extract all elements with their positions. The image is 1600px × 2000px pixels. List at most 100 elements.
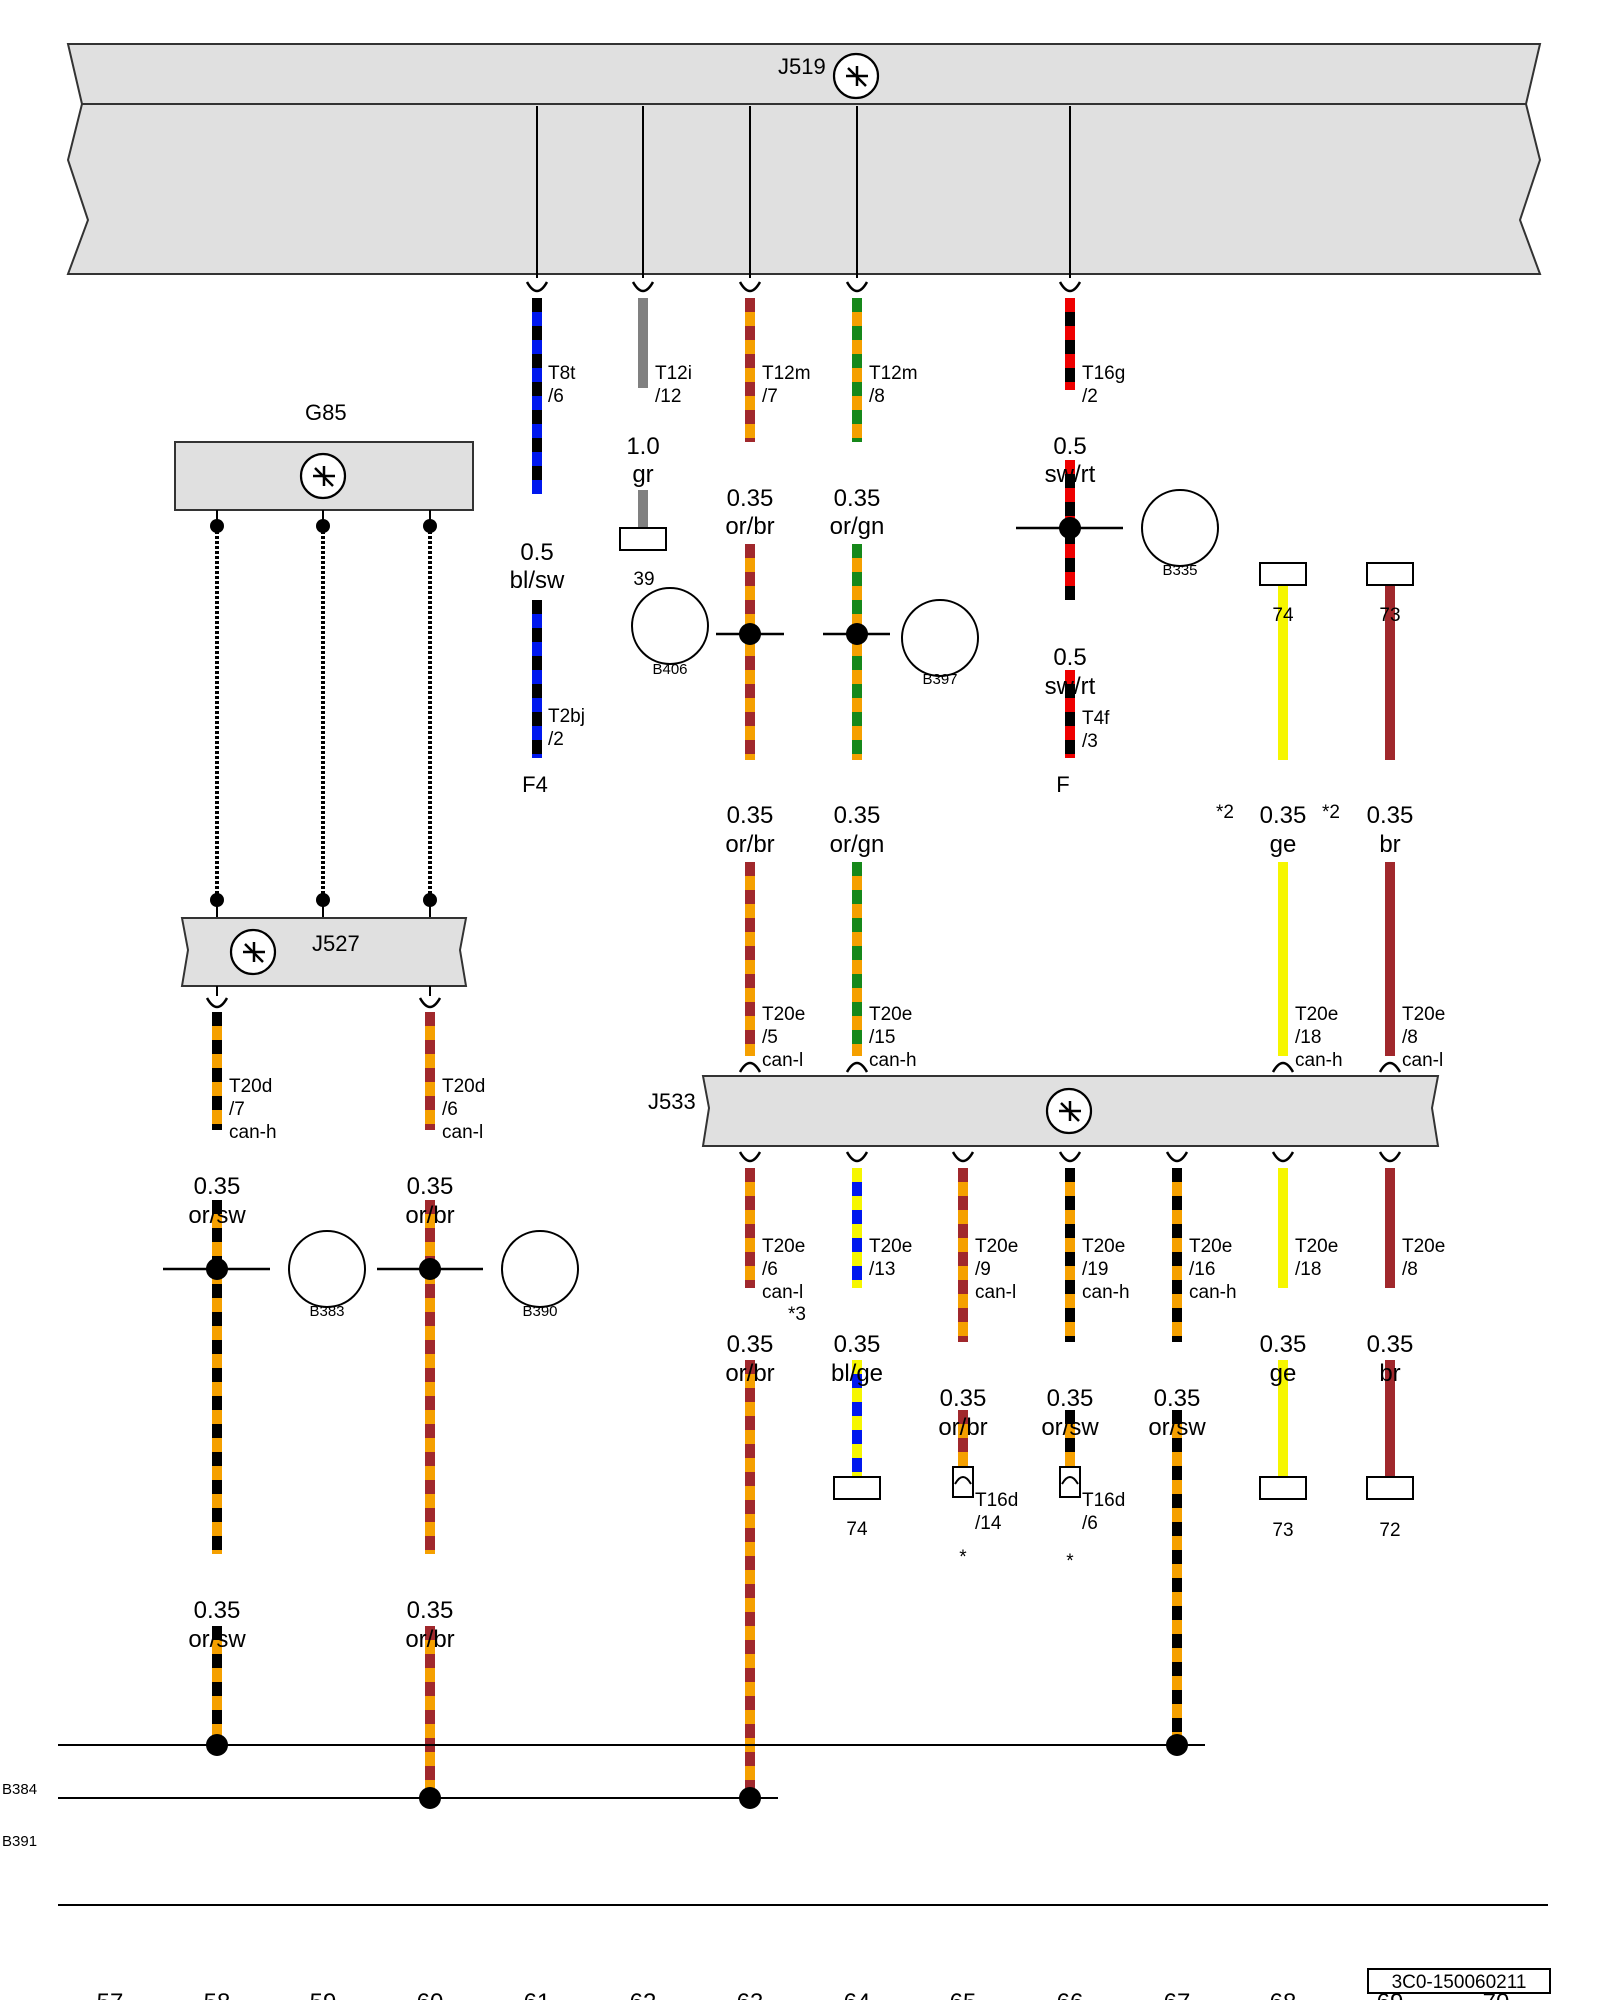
- splice-b390-label: B390: [522, 1303, 557, 1320]
- b2-pin-a: T20e: [869, 1236, 912, 1257]
- b2-cs: 0.35: [834, 1331, 881, 1358]
- cup-t12i-12: [631, 281, 655, 293]
- cup-t20e-5: [738, 1061, 762, 1073]
- w5-cs2: 0.5: [1053, 644, 1086, 671]
- b7-cs: 0.35: [1367, 1331, 1414, 1358]
- b4-color: or/sw: [1041, 1414, 1099, 1441]
- j527a-cs: 0.35: [194, 1173, 241, 1200]
- splice-circles: [288, 489, 1219, 1308]
- g85-j527-wires: [210, 510, 437, 918]
- bottom-number: 66: [1057, 1989, 1084, 2000]
- b1-pin-c: can-l: [762, 1282, 803, 1303]
- terminal-74-top-label: 74: [1272, 605, 1294, 626]
- g85-electronics-icon: [299, 452, 347, 500]
- j533-bottom-cups: [738, 1151, 1402, 1163]
- j527b-cs2: 0.35: [407, 1597, 454, 1624]
- j527-label: J527: [312, 931, 360, 956]
- cup-t20e-8-top: [1378, 1061, 1402, 1073]
- bottom-number: 61: [524, 1989, 551, 2000]
- fuse-f-label: F: [1056, 772, 1069, 797]
- junction-node: [1059, 517, 1081, 539]
- labels: T8t /6 0.5 bl/sw T2bj /2 F4 T12i /12 1.0…: [2, 363, 1551, 1994]
- j527-electronics-icon: [229, 928, 277, 976]
- junction-nodes: [206, 517, 1188, 1809]
- splice-b383-label: B383: [309, 1303, 344, 1320]
- w1-pin-c: T2bj: [548, 706, 585, 727]
- cup-t20e-15: [845, 1061, 869, 1073]
- w7-pin-b: /8: [1402, 1027, 1418, 1048]
- junction-node: [419, 1258, 441, 1280]
- b4-pin-c: can-h: [1082, 1282, 1130, 1303]
- w3-pin-a: T12m: [762, 363, 811, 384]
- b5-pin-b: /16: [1189, 1259, 1215, 1280]
- control-unit-j519: J519: [66, 43, 1542, 278]
- bottom-number: 70: [1483, 1989, 1510, 2000]
- cup-t20d-7: [205, 997, 229, 1009]
- t16d-pins: [952, 1466, 1081, 1498]
- terminal-72: [1366, 1476, 1414, 1500]
- terminal-74-bottom-label: 74: [846, 1519, 868, 1540]
- b3-cs: 0.35: [940, 1385, 987, 1412]
- cup-t20e-6: [738, 1151, 762, 1163]
- cup-t20e-18-top: [1271, 1061, 1295, 1073]
- w1-cs: 0.5: [520, 539, 553, 566]
- cup-t20e-18: [1271, 1151, 1295, 1163]
- j527a-color: or/sw: [188, 1202, 246, 1229]
- j527b-cs: 0.35: [407, 1173, 454, 1200]
- junction-node: [846, 623, 868, 645]
- w3-pin-c: T20e: [762, 1004, 805, 1025]
- w3-pin-d: /5: [762, 1027, 778, 1048]
- w5-cs: 0.5: [1053, 433, 1086, 460]
- doc-number: 3C0-150060211: [1392, 1972, 1527, 1993]
- w4-pin-e: can-h: [869, 1050, 917, 1071]
- w6-color: ge: [1270, 831, 1297, 858]
- terminal-74-bottom: [833, 1476, 881, 1500]
- b3-pin-d: T16d: [975, 1490, 1018, 1511]
- bottom-number: 60: [417, 1989, 444, 2000]
- terminals: [619, 527, 1414, 1500]
- w3-pin-b: /7: [762, 386, 778, 407]
- sensor-g85: G85: [174, 400, 474, 511]
- w3-color2: or/br: [725, 831, 774, 858]
- b3-color: or/br: [938, 1414, 987, 1441]
- b1-pin-b: /6: [762, 1259, 778, 1280]
- w4-color2: or/gn: [830, 831, 885, 858]
- terminal-73-bottom: [1259, 1476, 1307, 1500]
- w2-color: gr: [632, 461, 653, 488]
- node-dot: [423, 893, 437, 907]
- terminal-73-bottom-label: 73: [1272, 1520, 1293, 1541]
- b4-pin-d: T16d: [1082, 1490, 1125, 1511]
- j533-label: J533: [648, 1089, 696, 1114]
- cup-t20e-16: [1165, 1151, 1189, 1163]
- doc-number-box: [1367, 1968, 1551, 1994]
- cup-t8t-6: [525, 281, 549, 293]
- cup-t12m-8: [845, 281, 869, 293]
- node-dot: [210, 519, 224, 533]
- bus-b384-label: B384: [2, 1781, 37, 1798]
- j533-top-cups: [738, 1061, 1402, 1073]
- bottom-number: 63: [737, 1989, 764, 2000]
- footnote-star-b: *: [1066, 1551, 1074, 1572]
- b1-pin-a: T20e: [762, 1236, 805, 1257]
- junction-node: [1166, 1734, 1188, 1756]
- t16d-6-pin-cup: [1061, 1476, 1079, 1485]
- node-dot: [316, 893, 330, 907]
- b6-pin-b: /18: [1295, 1259, 1321, 1280]
- j527a-cs2: 0.35: [194, 1597, 241, 1624]
- b4-cs: 0.35: [1047, 1385, 1094, 1412]
- w4-color: or/gn: [830, 513, 885, 540]
- j519-connector-cups: [525, 281, 1082, 293]
- b4-pin-a: T20e: [1082, 1236, 1125, 1257]
- j527a-pin-a: T20d: [229, 1076, 272, 1097]
- node-dot: [210, 893, 224, 907]
- terminal-72-label: 72: [1379, 1520, 1400, 1541]
- w1-color: bl/sw: [510, 567, 565, 594]
- bottom-number: 64: [844, 1989, 871, 2000]
- bottom-number: 59: [310, 1989, 337, 2000]
- w5-pin-b: /2: [1082, 386, 1098, 407]
- control-unit-j527: J527: [180, 917, 468, 996]
- b6-pin-a: T20e: [1295, 1236, 1338, 1257]
- j527b-pin-a: T20d: [442, 1076, 485, 1097]
- splice-b406-label: B406: [652, 661, 687, 678]
- b6-cs: 0.35: [1260, 1331, 1307, 1358]
